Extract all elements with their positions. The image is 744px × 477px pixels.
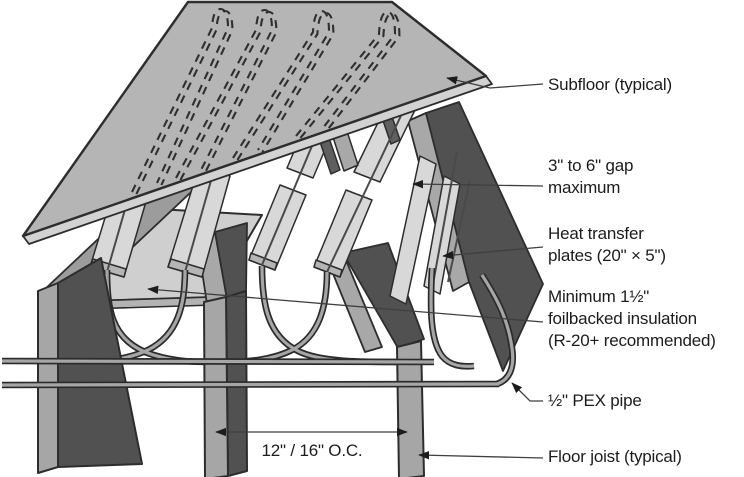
annotations: Subfloor (typical) 3" to 6" gap maximum … (147, 75, 716, 466)
scene (1, 0, 544, 477)
label-gap-line2: maximum (548, 178, 620, 197)
joist1-face (37, 282, 59, 474)
header-pipes (1, 273, 517, 389)
leader-joist (418, 451, 544, 460)
leader-pex (511, 382, 543, 402)
label-plates-line2: plates (20" × 5") (548, 246, 666, 265)
label-insulation-line1: Minimum 1½" (548, 287, 649, 306)
joist-posts (37, 257, 425, 477)
label-insulation-line3: (R-20+ recommended) (548, 331, 716, 350)
joist3-band-dark (342, 242, 425, 349)
label-insulation-line2: foilbacked insulation (548, 309, 697, 328)
leader-gap (412, 179, 544, 189)
leader-plates (442, 246, 544, 260)
leader-insulation (147, 285, 544, 323)
label-joist: Floor joist (typical) (548, 447, 682, 466)
subfloor-panel (21, 0, 493, 245)
label-subfloor: Subfloor (typical) (548, 75, 672, 94)
leader-subfloor (446, 76, 544, 89)
label-plates-line1: Heat transfer (548, 224, 644, 243)
label-gap-line1: 3" to 6" gap (548, 156, 633, 175)
label-spacing: 12" / 16" O.C. (262, 441, 363, 460)
label-pex: ½" PEX pipe (548, 391, 642, 410)
pex-dashed-runs (131, 7, 401, 195)
